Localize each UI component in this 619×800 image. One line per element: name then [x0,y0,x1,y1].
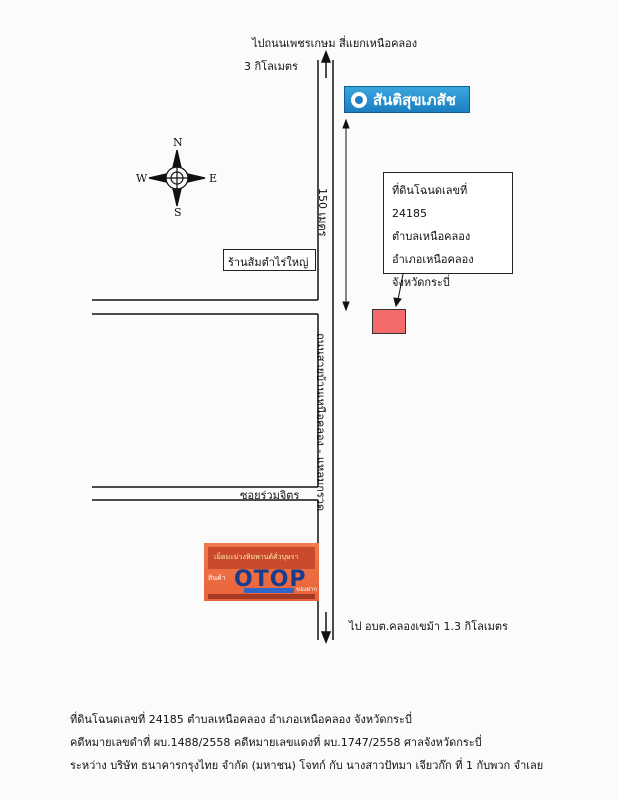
side-road-lower-label: ซอยร่วมจิตร [240,489,300,502]
side-road-lower [92,486,318,501]
otop-sign-foot [208,594,315,599]
pharmacy-sign: สันติสุขเภสัช [344,86,470,113]
main-road [317,60,334,640]
otop-sign-brand: OTOP [234,567,307,592]
main-road-label: ถนนสายบ้านเหนือคลอง - แหลมกรวด [314,333,327,512]
parcel-info-line2: ตำบลเหนือคลอง [392,230,471,243]
otop-sign-bar [244,588,294,593]
footer-line3: ระหว่าง บริษัท ธนาคารกรุงไทย จำกัด (มหาช… [70,759,544,772]
shop-label-box: ร้านส้มตำไร่ใหญ่ [223,249,316,271]
shop-label: ร้านส้มตำไร่ใหญ่ [228,256,309,269]
parcel-info-box: ที่ดินโฉนดเลขที่ 24185 ตำบลเหนือคลอง อำเ… [383,172,513,289]
compass-west-label: W [136,172,148,185]
otop-sign-sub: สินค้า [208,574,226,582]
parcel-info-line3: อำเภอเหนือคลอง [392,253,474,266]
pharmacy-logo-icon [351,91,367,108]
south-direction-label: ไป อบต.คลองเขม้า 1.3 กิโลเมตร [349,620,508,633]
otop-sign-top-text: เม็ดมะม่วงหิมพานต์คั่วบุษรา [214,553,299,561]
pharmacy-sign-text: สันติสุขเภสัช [373,90,456,109]
otop-sign: เม็ดมะม่วงหิมพานต์คั่วบุษรา สินค้า OTOP … [204,543,319,601]
compass-icon [148,149,206,207]
compass-south-label: S [174,206,182,219]
footer-line1: ที่ดินโฉนดเลขที่ 24185 ตำบลเหนือคลอง อำเ… [70,713,412,726]
parcel-info-line1: ที่ดินโฉนดเลขที่ 24185 [392,184,468,220]
compass-north-label: N [173,136,183,149]
south-arrow [320,612,332,645]
compass-east-label: E [209,172,218,185]
distance-arrow [342,118,350,312]
footer-line2: คดีหมายเลขดำที่ ผบ.1488/2558 คดีหมายเลขแ… [70,736,482,749]
otop-sign-right: ของฝาก [296,586,318,593]
north-direction-label: ไปถนนเพชรเกษม สี่แยกเหนือคลอง [252,37,418,50]
north-arrow [320,49,332,78]
parcel-marker [372,309,406,334]
side-road-upper [92,299,318,315]
parcel-pointer [393,273,404,308]
north-distance-label: 3 กิโลเมตร [244,60,298,73]
distance-label: 150 เมตร [316,188,329,237]
otop-sign-top: เม็ดมะม่วงหิมพานต์คั่วบุษรา [208,547,315,569]
parcel-info-line4: จังหวัดกระบี่ [392,276,450,289]
